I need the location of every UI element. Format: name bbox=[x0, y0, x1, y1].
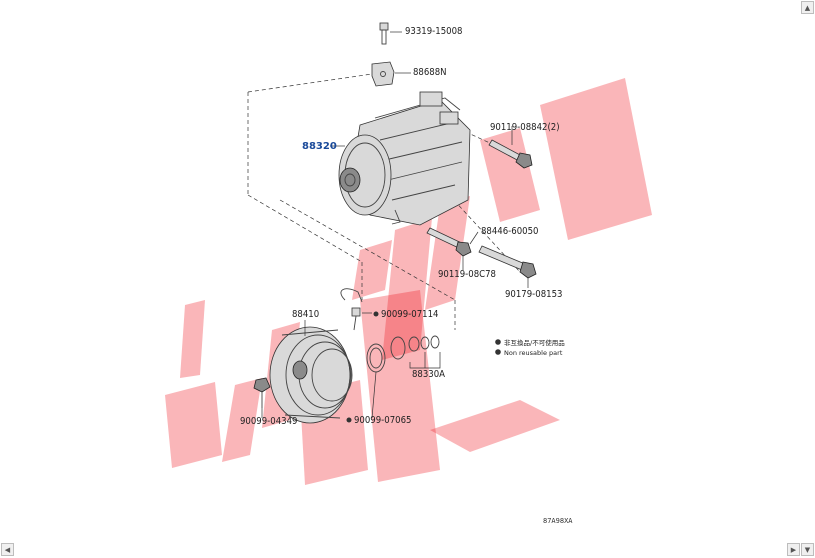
label-90099-04349[interactable]: 90099-04349 bbox=[240, 416, 297, 427]
label-90119-08C78[interactable]: 90119-08C78 bbox=[438, 269, 496, 280]
bolt-90099-04349[interactable] bbox=[253, 377, 271, 408]
wire-harness bbox=[340, 288, 363, 331]
chevron-left-icon: ◀ bbox=[4, 545, 11, 554]
bracket-88688N[interactable] bbox=[371, 61, 395, 87]
non-reusable-dot-icon bbox=[373, 311, 379, 317]
label-90179-08153[interactable]: 90179-08153 bbox=[505, 289, 562, 300]
scroll-down-button[interactable]: ▼ bbox=[801, 543, 814, 556]
label-88330A[interactable]: 88330A bbox=[412, 369, 445, 380]
legend-dot-icon bbox=[495, 349, 501, 355]
shims-88330A[interactable] bbox=[390, 335, 440, 360]
label-90099-07065[interactable]: 90099-07065 bbox=[354, 415, 411, 426]
clutch-pulley-88410[interactable] bbox=[269, 326, 353, 424]
watermark-logo bbox=[165, 78, 652, 485]
label-90099-07114[interactable]: 90099-07114 bbox=[381, 309, 438, 320]
label-88320[interactable]: 88320 bbox=[302, 141, 337, 152]
label-88446-60050[interactable]: 88446-60050 bbox=[481, 226, 538, 237]
scroll-left-button[interactable]: ◀ bbox=[1, 543, 14, 556]
label-90119-08842[interactable]: 90119-08842(2) bbox=[490, 122, 560, 133]
legend-dot-icon bbox=[495, 339, 501, 345]
scroll-right-button[interactable]: ▶ bbox=[787, 543, 800, 556]
label-88410[interactable]: 88410 bbox=[292, 309, 319, 320]
compressor-88320[interactable] bbox=[338, 91, 471, 226]
scroll-up-button[interactable]: ▲ bbox=[801, 1, 814, 14]
legend-text-jp: 非互換品/不可使用品 bbox=[504, 338, 565, 347]
bolt-90119-08842[interactable] bbox=[488, 139, 533, 169]
part-labels: 93319-15008 88688N 88320 90119-08842(2) … bbox=[240, 26, 562, 427]
bolt-90179-08153[interactable] bbox=[478, 245, 537, 279]
bolt-93319-15008[interactable] bbox=[379, 22, 389, 45]
non-reusable-dot-icon bbox=[346, 417, 352, 423]
legend: 非互換品/不可使用品 Non reusable part bbox=[495, 338, 565, 357]
label-88688N[interactable]: 88688N bbox=[413, 67, 447, 78]
chevron-up-icon: ▲ bbox=[804, 3, 811, 12]
legend-text-en: Non reusable part bbox=[504, 349, 563, 357]
illustration-code: 87A98XA bbox=[543, 517, 573, 525]
leader-lines bbox=[261, 31, 529, 419]
chevron-down-icon: ▼ bbox=[804, 545, 811, 554]
label-93319-15008[interactable]: 93319-15008 bbox=[405, 26, 462, 37]
nut-90119-08C78[interactable] bbox=[455, 241, 472, 257]
chevron-right-icon: ▶ bbox=[790, 545, 797, 554]
